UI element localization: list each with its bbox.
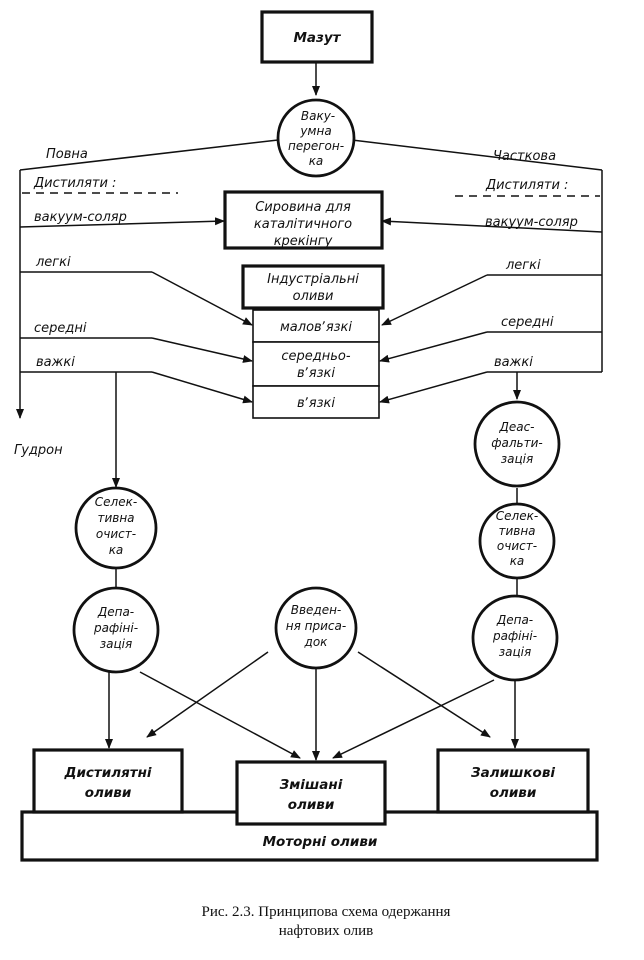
svg-text:ня приса-: ня приса- xyxy=(286,619,346,633)
selective-cleaning-right-node: Селек- тивна очист- ка xyxy=(478,502,556,580)
svg-text:док: док xyxy=(304,635,329,649)
svg-text:середньо-: середньо- xyxy=(281,349,350,364)
selective-cleaning-left-node: Селек- тивна очист- ка xyxy=(74,486,158,570)
additives-node: Введен- ня приса- док xyxy=(274,586,358,670)
svg-text:оливи: оливи xyxy=(293,289,334,304)
full-label: Повна xyxy=(46,147,88,162)
svg-text:Дистилятні: Дистилятні xyxy=(63,765,151,781)
caption-line-1: Рис. 2.3. Принципова схема одержання xyxy=(202,904,451,920)
branch-labels: Повна Часткова Дистиляти : Дистиляти : в… xyxy=(14,147,578,458)
mazut-box: Мазут xyxy=(260,10,374,64)
svg-text:оливи: оливи xyxy=(288,797,335,813)
distillates-left-label: Дистиляти : xyxy=(33,176,116,191)
svg-text:оливи: оливи xyxy=(85,785,132,801)
residual-oils-box: Залишкові оливи xyxy=(436,748,590,814)
svg-text:очист-: очист- xyxy=(497,539,537,553)
tar-label: Гудрон xyxy=(14,443,63,458)
vac-gasoil-right-label: вакуум-соляр xyxy=(485,215,578,230)
svg-text:Депа-: Депа- xyxy=(496,613,533,627)
vac-gasoil-left-label: вакуум-соляр xyxy=(34,210,127,225)
svg-text:Залишкові: Залишкові xyxy=(471,765,555,781)
caption-line-2: нафтових олив xyxy=(279,923,374,939)
svg-text:Сировина для: Сировина для xyxy=(255,200,351,215)
svg-text:ка: ка xyxy=(309,154,324,168)
connectors xyxy=(16,62,603,761)
svg-text:зація: зація xyxy=(499,645,531,659)
svg-text:очист-: очист- xyxy=(96,527,136,541)
svg-text:каталітичного: каталітичного xyxy=(254,217,352,232)
vacuum-distillation-node: Ваку- умна перегон- ка xyxy=(276,98,356,178)
distillates-right-label: Дистиляти : xyxy=(485,178,568,193)
partial-label: Часткова xyxy=(493,149,556,164)
mazut-label: Мазут xyxy=(293,30,341,46)
low-viscosity-label: маловʼязкі xyxy=(280,320,352,335)
svg-text:Селек-: Селек- xyxy=(496,509,538,523)
deasphalting-node: Деас- фальти- зація xyxy=(473,400,561,488)
viscosity-stack: маловʼязкі середньо- вʼязкі вʼязкі xyxy=(252,309,380,419)
high-viscosity-label: вʼязкі xyxy=(297,396,335,411)
figure-caption: Рис. 2.3. Принципова схема одержання наф… xyxy=(202,904,451,939)
svg-text:зація: зація xyxy=(100,637,132,651)
svg-text:Селек-: Селек- xyxy=(95,495,137,509)
svg-text:рафіні-: рафіні- xyxy=(492,629,537,643)
svg-text:ка: ка xyxy=(510,554,525,568)
svg-text:Деас-: Деас- xyxy=(498,420,534,434)
svg-text:фальти-: фальти- xyxy=(491,436,542,450)
heavy-right-label: важкі xyxy=(494,355,533,370)
svg-text:тивна: тивна xyxy=(97,511,134,525)
svg-text:Депа-: Депа- xyxy=(97,605,134,619)
svg-text:умна: умна xyxy=(299,124,331,138)
svg-text:тивна: тивна xyxy=(498,524,535,538)
light-right-label: легкі xyxy=(505,258,541,273)
dewaxing-right-node: Депа- рафіні- зація xyxy=(471,594,559,682)
svg-text:Змішані: Змішані xyxy=(280,777,343,793)
distillate-oils-box: Дистилятні оливи xyxy=(32,748,184,814)
light-left-label: легкі xyxy=(35,255,71,270)
catalytic-feed-box: Сировина для каталітичного крекінгу xyxy=(223,190,384,250)
motor-oils-label: Моторні оливи xyxy=(263,834,378,850)
svg-text:Введен-: Введен- xyxy=(291,603,342,617)
dewaxing-left-node: Депа- рафіні- зація xyxy=(72,586,160,674)
medium-left-label: середні xyxy=(34,321,87,336)
svg-text:ка: ка xyxy=(109,543,124,557)
svg-text:Індустріальні: Індустріальні xyxy=(267,272,359,287)
svg-text:зація: зація xyxy=(501,452,533,466)
medium-right-label: середні xyxy=(501,315,554,330)
industrial-oils-box: Індустріальні оливи xyxy=(241,264,385,310)
svg-text:рафіні-: рафіні- xyxy=(93,621,138,635)
svg-text:перегон-: перегон- xyxy=(288,139,344,153)
svg-text:вʼязкі: вʼязкі xyxy=(297,366,335,381)
mixed-oils-box: Змішані оливи xyxy=(235,760,387,826)
svg-text:крекінгу: крекінгу xyxy=(274,234,333,249)
svg-text:оливи: оливи xyxy=(490,785,537,801)
heavy-left-label: важкі xyxy=(36,355,75,370)
svg-text:Ваку-: Ваку- xyxy=(301,109,335,123)
